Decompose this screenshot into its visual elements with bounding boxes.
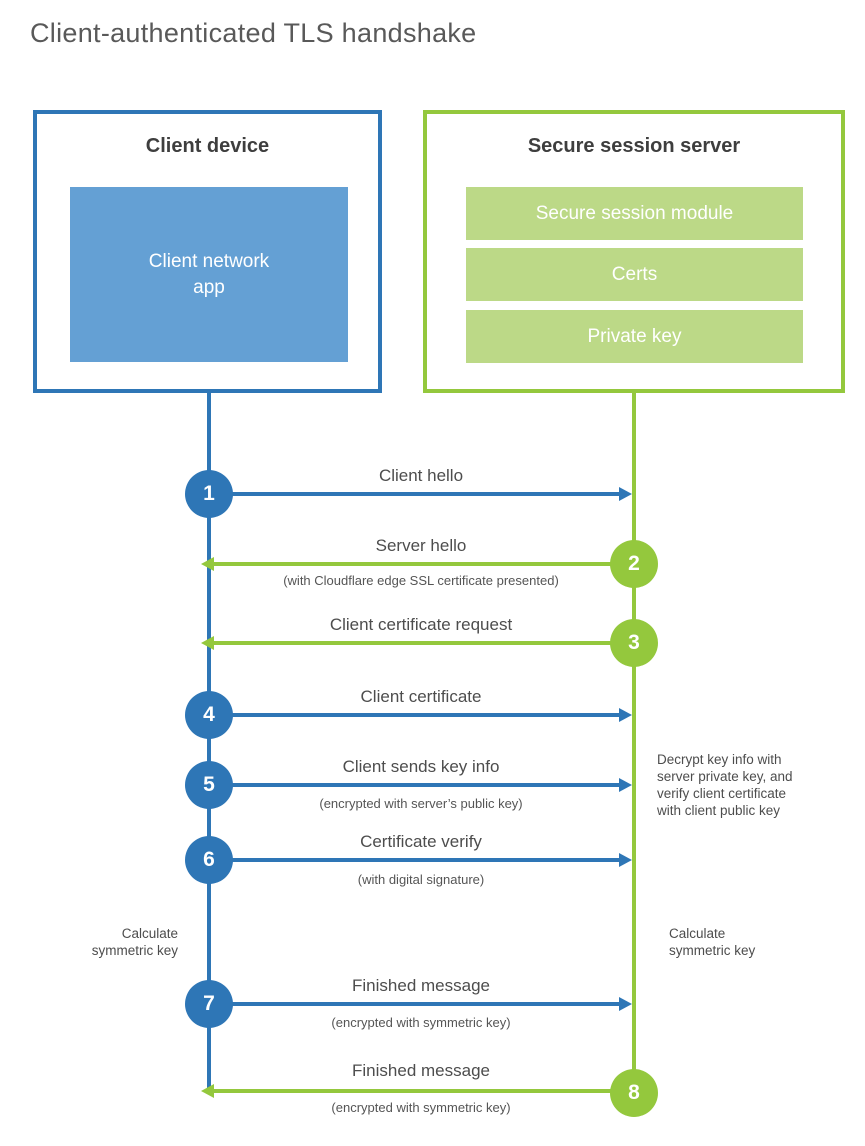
step-8-label: Finished message	[352, 1061, 490, 1080]
step-8-sublabel: (encrypted with symmetric key)	[331, 1100, 511, 1115]
step-3-label: Client certificate request	[329, 615, 513, 634]
step-6-arrow	[230, 858, 619, 862]
client-network-app-module: Client network app	[70, 187, 348, 362]
page-title: Client-authenticated TLS handshake	[30, 18, 477, 48]
step-7-badge: 7	[185, 980, 233, 1028]
step-2-label: Server hello	[375, 536, 467, 555]
step-1-arrowhead-icon	[619, 487, 632, 501]
step-4-number: 4	[203, 703, 215, 726]
step-4-arrow	[230, 713, 619, 717]
step-6-sublabel: (with digital signature)	[357, 872, 485, 887]
step-5-number: 5	[203, 773, 215, 796]
step-6-badge: 6	[185, 836, 233, 884]
server-module-secure-session: Secure session module	[466, 187, 803, 240]
step-8-arrow	[214, 1089, 614, 1093]
step-4-label: Client certificate	[360, 687, 482, 706]
step-6-number: 6	[203, 848, 215, 871]
step-2-sublabel: (with Cloudflare edge SSL certificate pr…	[283, 573, 559, 588]
step-7-arrow	[230, 1002, 619, 1006]
client-device-title: Client device	[145, 135, 270, 157]
server-module-private-key: Private key	[466, 310, 803, 363]
step-3-badge: 3	[610, 619, 658, 667]
server-lifeline	[632, 391, 636, 1096]
note-decrypt-key-info: Decrypt key info with server private key…	[657, 752, 793, 818]
step-4-arrowhead-icon	[619, 708, 632, 722]
step-1-arrow	[230, 492, 619, 496]
step-7-sublabel: (encrypted with symmetric key)	[331, 1015, 511, 1030]
step-5-label: Client sends key info	[342, 757, 500, 776]
step-2-badge: 2	[610, 540, 658, 588]
step-6-arrowhead-icon	[619, 853, 632, 867]
step-3-arrow	[214, 641, 614, 645]
step-5-badge: 5	[185, 761, 233, 809]
step-3-number: 3	[628, 631, 640, 654]
step-1-badge: 1	[185, 470, 233, 518]
step-8-badge: 8	[610, 1069, 658, 1117]
note-calculate-symmetric-key-server: Calculate symmetric key	[669, 926, 756, 958]
step-1-number: 1	[203, 482, 215, 505]
step-2-arrow	[214, 562, 614, 566]
server-module-certs: Certs	[466, 248, 803, 301]
step-6-label: Certificate verify	[360, 832, 482, 851]
secure-session-server-title: Secure session server	[527, 135, 741, 157]
step-7-arrowhead-icon	[619, 997, 632, 1011]
step-5-arrowhead-icon	[619, 778, 632, 792]
note-calculate-symmetric-key-client: Calculate symmetric key	[91, 926, 178, 958]
step-4-badge: 4	[185, 691, 233, 739]
step-5-arrow	[230, 783, 619, 787]
step-1-label: Client hello	[378, 466, 464, 485]
step-8-arrowhead-icon	[201, 1084, 214, 1098]
step-8-number: 8	[628, 1081, 640, 1104]
step-7-number: 7	[203, 992, 215, 1015]
step-2-number: 2	[628, 552, 640, 575]
client-lifeline	[207, 391, 211, 1094]
step-5-sublabel: (encrypted with server’s public key)	[319, 796, 523, 811]
step-2-arrowhead-icon	[201, 557, 214, 571]
step-3-arrowhead-icon	[201, 636, 214, 650]
step-7-label: Finished message	[352, 976, 490, 995]
